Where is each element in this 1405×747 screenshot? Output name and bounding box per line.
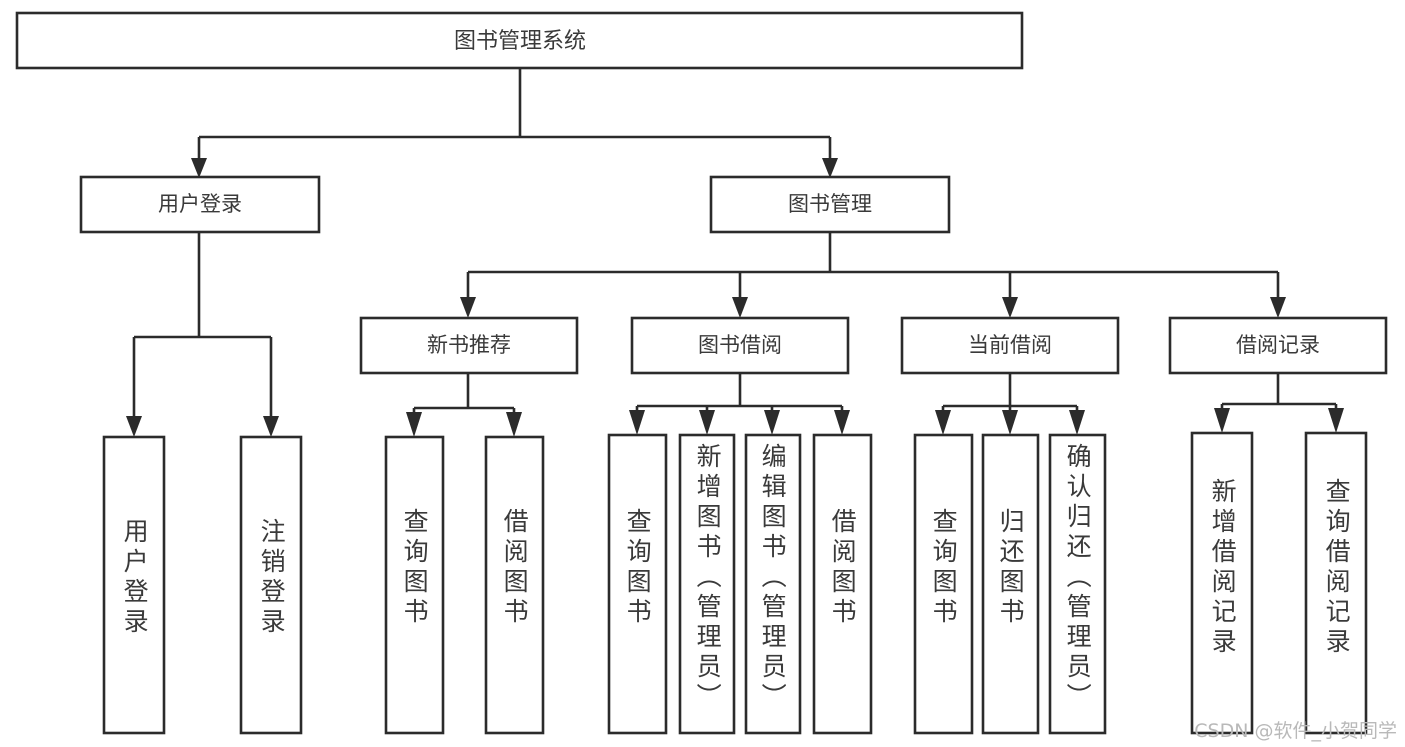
arrow-head-leaf-confirm-return: [1069, 410, 1085, 435]
arrow-head-leaf-logout-login: [263, 416, 279, 437]
leaf-boxes: [102, 431, 1368, 735]
leaf-query-book-2-box[interactable]: [607, 433, 668, 735]
node-new-book-recommend[interactable]: 新书推荐: [359, 316, 579, 375]
leaf-edit-book-box[interactable]: [744, 433, 802, 735]
arrow-head-leaf-borrow-book-1: [506, 412, 522, 437]
node-new-book-recommend-label: 新书推荐: [427, 333, 511, 357]
node-borrow-record-label: 借阅记录: [1236, 333, 1320, 357]
leaf-logout-login-box[interactable]: [239, 435, 303, 735]
arrow-head-leaf-query-book-1: [406, 412, 422, 437]
node-book-manage-label: 图书管理: [788, 192, 872, 216]
connector-current-borrow-to-leaves: [935, 373, 1085, 435]
node-current-borrow-label: 当前借阅: [968, 333, 1052, 357]
leaf-confirm-return-box[interactable]: [1048, 433, 1107, 735]
leaf-query-record-box[interactable]: [1304, 431, 1368, 735]
connector-user-login-to-leaves: [126, 232, 279, 437]
arrow-head-leaf-edit-book: [764, 410, 780, 435]
arrow-head-user-login: [191, 158, 207, 178]
node-root-label: 图书管理系统: [454, 29, 586, 54]
arrow-head-leaf-return-book: [1002, 410, 1018, 435]
connector-new-book-recommend-to-leaves: [406, 373, 522, 437]
watermark-text: CSDN @软件_小贺同学: [1194, 720, 1397, 742]
leaf-add-record-box[interactable]: [1190, 431, 1254, 735]
arrow-head-leaf-query-book-2: [629, 410, 645, 435]
arrow-head-leaf-query-record: [1328, 408, 1344, 433]
leaf-add-book-box[interactable]: [678, 433, 736, 735]
node-book-borrow[interactable]: 图书借阅: [630, 316, 850, 375]
connector-borrow-record-to-leaves: [1214, 373, 1344, 433]
node-borrow-record[interactable]: 借阅记录: [1168, 316, 1388, 375]
arrow-head-leaf-user-login: [126, 416, 142, 437]
node-new-book-recommend-box[interactable]: [359, 316, 579, 375]
leaf-return-book-box[interactable]: [981, 433, 1040, 735]
connector-root-to-level2: [191, 68, 838, 178]
arrow-head-book-manage: [822, 158, 838, 178]
node-book-manage-box[interactable]: [709, 175, 951, 234]
node-user-login-label: 用户登录: [158, 192, 242, 216]
node-book-borrow-box[interactable]: [630, 316, 850, 375]
arrow-head-leaf-add-book: [699, 410, 715, 435]
arrow-head-borrow-record: [1270, 297, 1286, 318]
node-root[interactable]: 图书管理系统: [15, 11, 1024, 70]
node-book-borrow-label: 图书借阅: [698, 333, 782, 357]
connector-book-manage-to-level3: [460, 232, 1286, 318]
node-current-borrow[interactable]: 当前借阅: [900, 316, 1120, 375]
node-current-borrow-box[interactable]: [900, 316, 1120, 375]
arrow-head-leaf-borrow-book-2: [834, 410, 850, 435]
node-user-login[interactable]: 用户登录: [79, 175, 321, 234]
node-root-box[interactable]: [15, 11, 1024, 70]
leaf-query-book-3-box[interactable]: [913, 433, 974, 735]
leaf-query-book-1-box[interactable]: [384, 435, 445, 735]
connector-book-borrow-to-leaves: [629, 373, 850, 435]
node-borrow-record-box[interactable]: [1168, 316, 1388, 375]
node-book-manage[interactable]: 图书管理: [709, 175, 951, 234]
arrow-head-leaf-add-record: [1214, 408, 1230, 433]
node-user-login-box[interactable]: [79, 175, 321, 234]
leaf-borrow-book-1-box[interactable]: [484, 435, 545, 735]
leaf-user-login-box[interactable]: [102, 435, 166, 735]
arrow-head-leaf-query-book-3: [935, 410, 951, 435]
leaf-borrow-book-2-box[interactable]: [812, 433, 873, 735]
arrow-head-book-borrow: [732, 297, 748, 318]
arrow-head-current-borrow: [1002, 297, 1018, 318]
arrow-head-new-book-recommend: [460, 297, 476, 318]
